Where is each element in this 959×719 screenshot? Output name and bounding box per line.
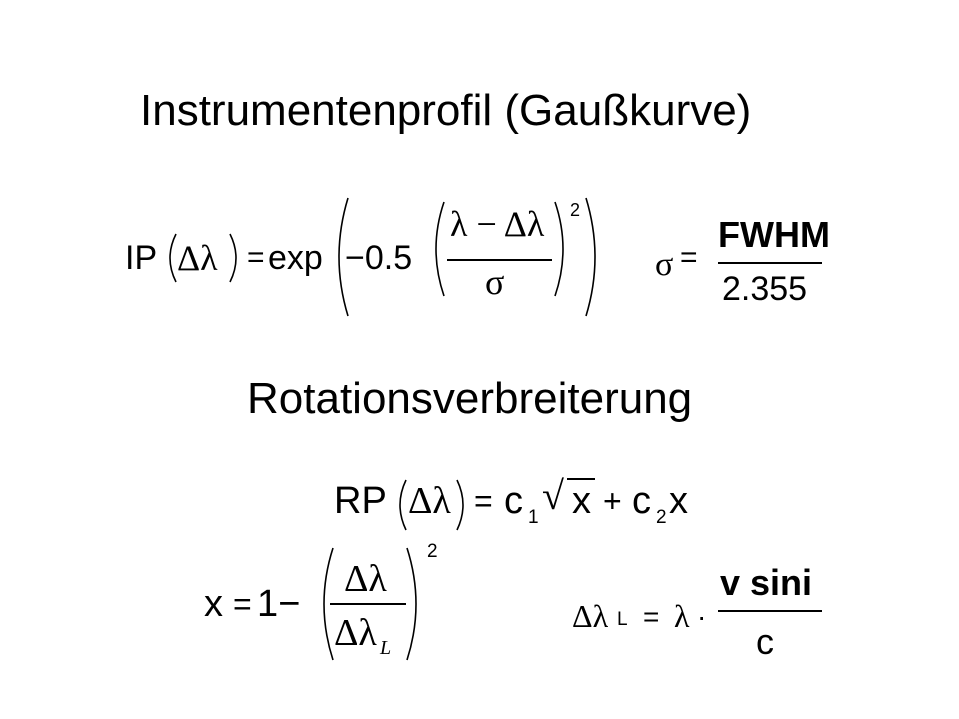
rp-sub2: 2 xyxy=(656,507,667,528)
sigma-equals: = xyxy=(680,241,698,274)
slide-title-rotation: Rotationsverbreiterung xyxy=(247,374,693,423)
rp-arg: Δλ xyxy=(408,480,451,522)
dl-dot: · xyxy=(697,601,707,632)
paren-right xyxy=(229,233,237,283)
paren-right xyxy=(406,547,417,661)
sigma-lhs: σ xyxy=(655,246,674,283)
fraction-line xyxy=(718,610,822,612)
dl-lambda: λ xyxy=(674,598,690,634)
dl-lhs: Δλ xyxy=(572,598,609,634)
sqrt-bar xyxy=(567,478,595,480)
rp-c2: c xyxy=(632,480,651,522)
ip-equals: = xyxy=(247,241,265,274)
ip-exp: exp xyxy=(268,239,323,277)
x-denominator: Δλ xyxy=(334,612,377,654)
inner-paren-left xyxy=(435,201,445,297)
x-lhs: x xyxy=(204,583,223,625)
rp-c1: c xyxy=(504,480,523,522)
sigma-denominator: 2.355 xyxy=(722,270,808,308)
rp-sub1: 1 xyxy=(528,507,539,528)
rp-x1: x xyxy=(572,480,591,522)
x-equals: = xyxy=(233,586,252,622)
paren-left xyxy=(323,547,334,661)
paren-left xyxy=(169,233,177,283)
ip-coef: −0.5 xyxy=(345,239,413,277)
sigma-numerator: FWHM xyxy=(718,214,830,255)
x-exponent: 2 xyxy=(427,541,438,562)
big-paren-left xyxy=(338,197,349,317)
rp-plus: + xyxy=(603,483,622,519)
sqrt-sign: √ xyxy=(542,473,564,518)
rp-lhs: RP xyxy=(334,480,387,522)
x-denominator-sub: L xyxy=(380,637,392,659)
ip-numerator: λ − Δλ xyxy=(450,204,545,244)
big-paren-right xyxy=(585,197,596,317)
fraction-line xyxy=(447,259,552,261)
x-one-minus: 1− xyxy=(257,583,301,625)
inner-paren-right xyxy=(554,201,564,297)
ip-arg: Δλ xyxy=(177,238,218,278)
dl-equals: = xyxy=(643,601,660,632)
paren-right xyxy=(456,479,464,531)
paren-left xyxy=(399,479,407,531)
dl-denominator: c xyxy=(756,621,774,662)
ip-lhs: IP xyxy=(125,239,158,277)
rp-equals: = xyxy=(474,483,493,519)
dl-numerator: v sini xyxy=(720,562,813,603)
ip-exponent: 2 xyxy=(570,200,581,220)
x-numerator: Δλ xyxy=(344,558,387,600)
slide-title-gauss: Instrumentenprofil (Gaußkurve) xyxy=(140,86,752,135)
fraction-line xyxy=(718,262,822,264)
dl-lhs-sub: L xyxy=(617,609,628,630)
fraction-line xyxy=(330,603,406,605)
ip-denominator: σ xyxy=(485,262,505,302)
rp-x2: x xyxy=(669,480,688,522)
